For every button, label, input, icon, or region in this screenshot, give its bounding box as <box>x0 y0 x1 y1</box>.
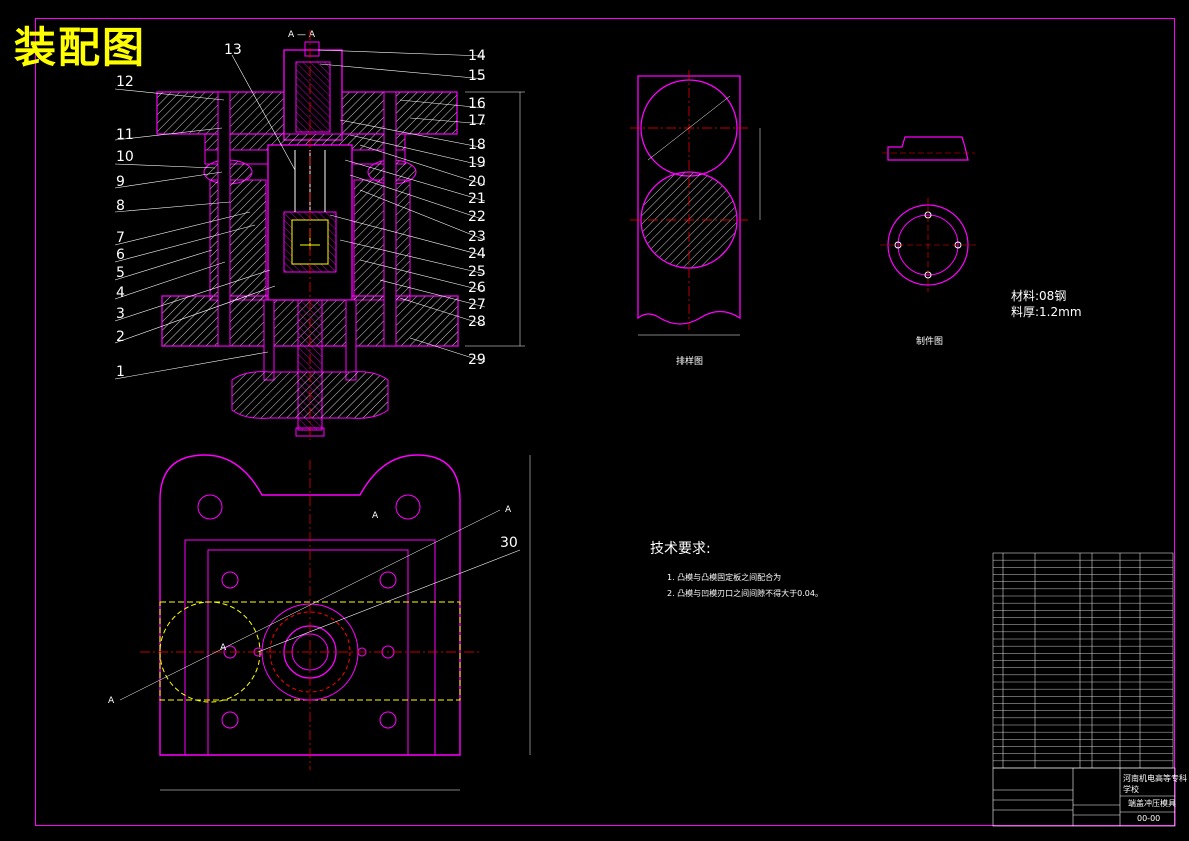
tech-requirement-1: 1. 凸模与凸模固定板之间配合为 <box>667 573 782 582</box>
svg-text:1: 1 <box>116 364 125 380</box>
school-name: 河南机电高等专科学校 <box>1123 774 1187 794</box>
workpiece-view <box>880 136 976 292</box>
svg-text:A: A <box>372 511 379 521</box>
svg-text:29: 29 <box>468 352 486 368</box>
strip-layout-view <box>630 70 761 336</box>
svg-text:24: 24 <box>468 246 486 262</box>
svg-text:8: 8 <box>116 198 125 214</box>
svg-text:28: 28 <box>468 314 486 330</box>
svg-text:20: 20 <box>468 174 486 190</box>
strip-layout-caption: 排样图 <box>676 357 704 367</box>
workpiece-caption: 制件图 <box>916 337 944 347</box>
svg-text:5: 5 <box>116 265 125 281</box>
leaders-right <box>317 49 486 363</box>
svg-text:4: 4 <box>116 285 125 301</box>
thickness-line: 料厚:1.2mm <box>1011 305 1082 319</box>
svg-text:6: 6 <box>116 247 125 263</box>
svg-text:16: 16 <box>468 96 486 112</box>
svg-text:18: 18 <box>468 137 486 153</box>
svg-text:27: 27 <box>468 297 486 313</box>
parts-list-rows <box>993 559 1173 762</box>
section-label: A — A <box>288 30 316 40</box>
svg-text:26: 26 <box>468 280 486 296</box>
svg-text:19: 19 <box>468 155 486 171</box>
svg-text:21: 21 <box>468 191 486 207</box>
tech-requirement-2: 2. 凸模与凹模刃口之间间隙不得大于0.04。 <box>667 589 823 598</box>
svg-text:2: 2 <box>116 329 125 345</box>
svg-text:25: 25 <box>468 264 486 280</box>
svg-text:A: A <box>220 643 227 653</box>
svg-text:12: 12 <box>116 74 134 90</box>
svg-text:9: 9 <box>116 174 125 190</box>
svg-text:A: A <box>505 505 512 515</box>
svg-text:22: 22 <box>468 209 486 225</box>
svg-text:3: 3 <box>116 306 125 322</box>
tech-requirements-heading: 技术要求: <box>650 541 711 557</box>
svg-text:23: 23 <box>468 229 486 245</box>
part-labels-left: 12 11 10 9 8 7 6 5 4 3 2 1 13 <box>116 42 242 380</box>
drawing-frame <box>35 18 1175 826</box>
part-labels-right: 14 15 16 17 18 19 20 21 22 23 24 25 26 2… <box>468 48 486 368</box>
svg-text:7: 7 <box>116 230 125 246</box>
svg-text:14: 14 <box>468 48 486 64</box>
drawing-number: 00-00 <box>1137 814 1161 823</box>
drawing-title: 装配图 <box>14 23 147 72</box>
plan-view: 30 A A A A <box>108 454 531 791</box>
material-line: 材料:08钢 <box>1011 289 1067 303</box>
svg-text:15: 15 <box>468 68 486 84</box>
svg-text:10: 10 <box>116 149 134 165</box>
svg-text:11: 11 <box>116 127 134 143</box>
leaders-left <box>114 54 296 380</box>
part-label-30: 30 <box>500 535 518 551</box>
svg-text:13: 13 <box>224 42 242 58</box>
title-block <box>992 767 1176 827</box>
svg-text:A: A <box>108 696 115 706</box>
svg-text:17: 17 <box>468 113 486 129</box>
drawing-name: 端盖冲压模具 <box>1128 799 1176 808</box>
